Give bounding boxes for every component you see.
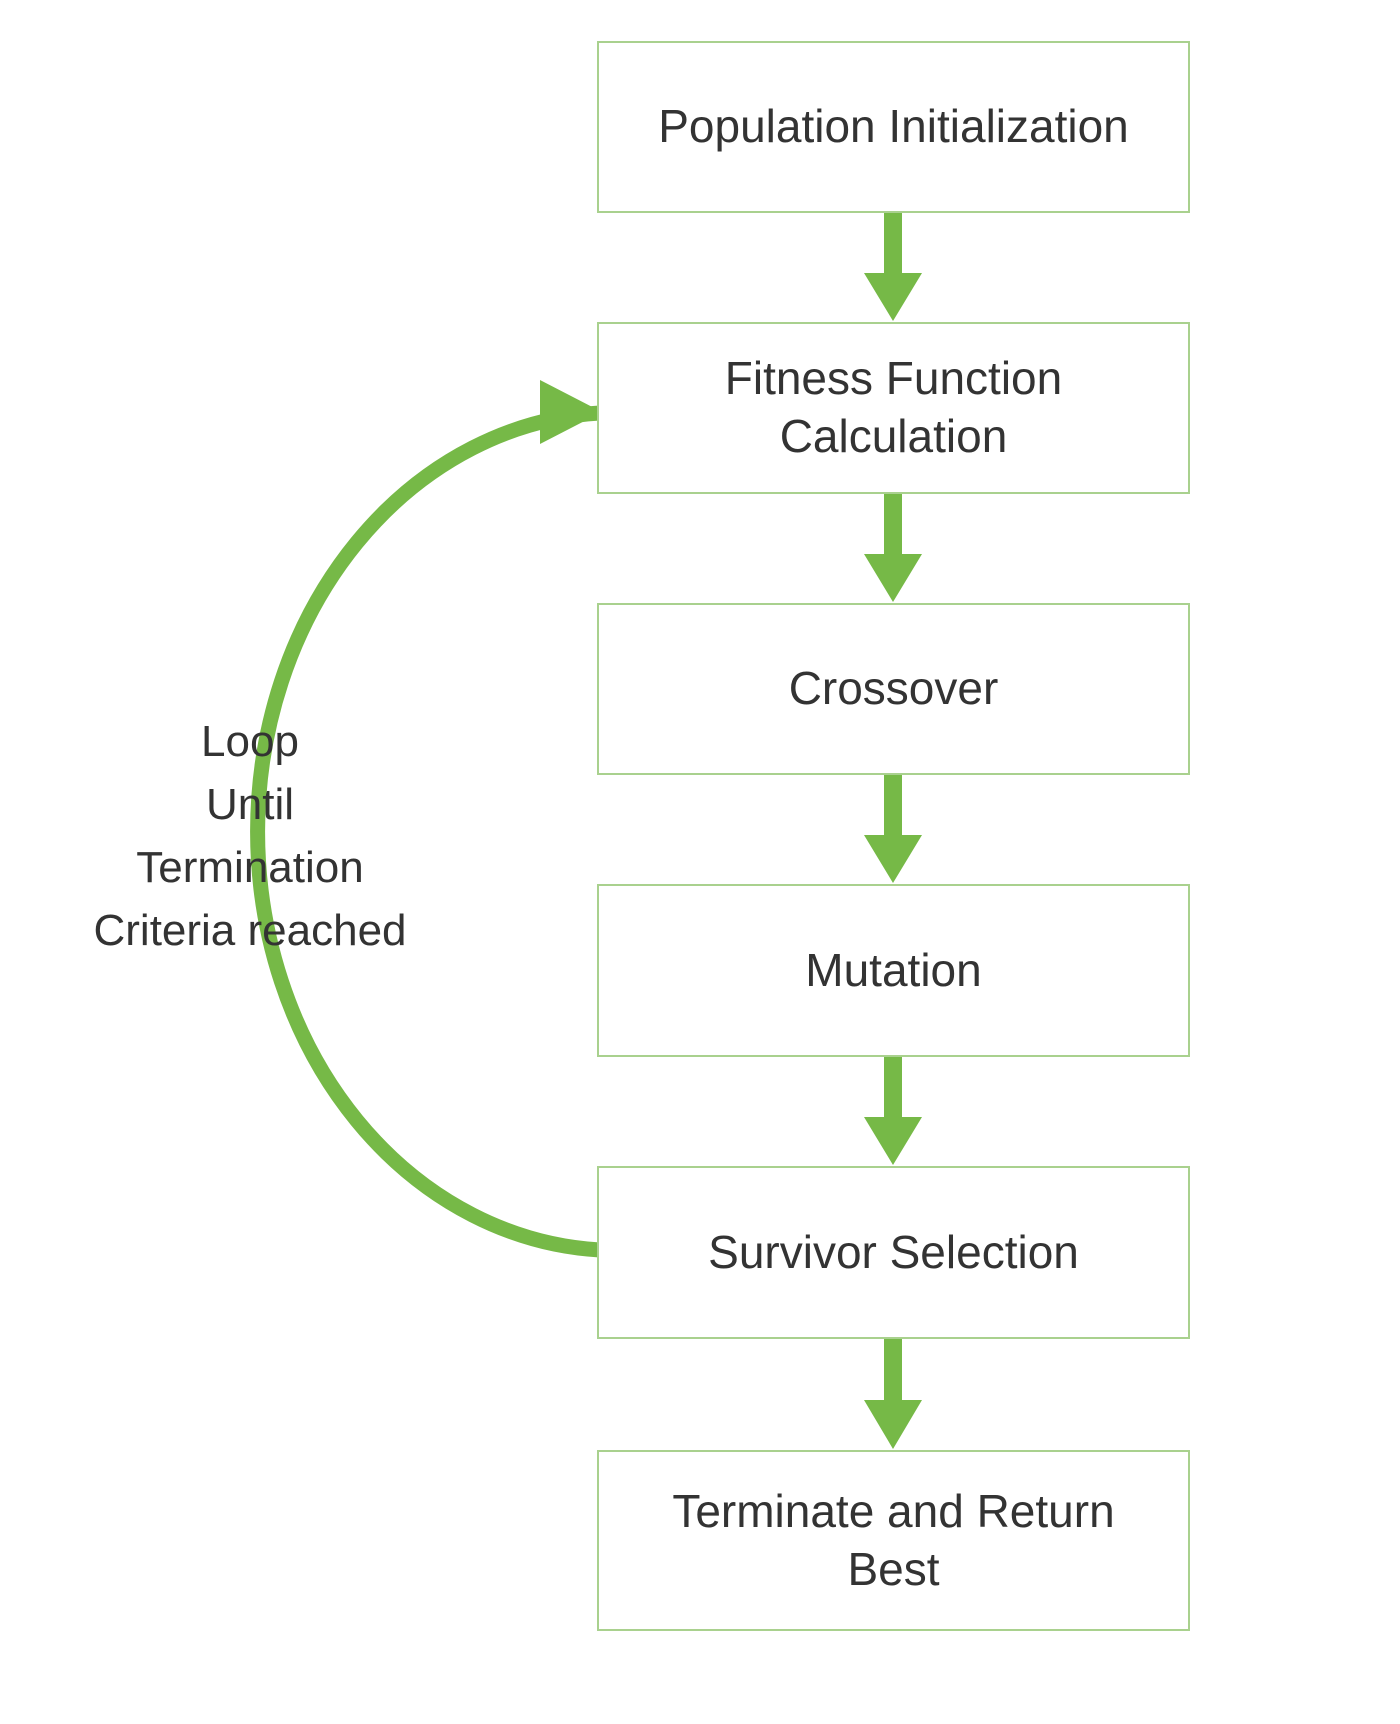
arrow-down-icon xyxy=(864,775,922,883)
node-label: Fitness Function Calculation xyxy=(724,352,1063,462)
node-fitness-function-calculation: Fitness Function Calculation xyxy=(597,322,1190,494)
arrow-down-icon xyxy=(864,213,922,321)
loop-arc xyxy=(250,405,601,1258)
node-mutation: Mutation xyxy=(597,884,1190,1057)
node-survivor-selection: Survivor Selection xyxy=(597,1166,1190,1339)
node-terminate-and-return-best: Terminate and Return Best xyxy=(597,1450,1190,1631)
node-label: Mutation xyxy=(805,943,982,996)
node-population-initialization: Population Initialization xyxy=(597,41,1190,213)
arrow-down-icon xyxy=(864,1057,922,1165)
loop-arrowhead-icon xyxy=(540,380,602,444)
node-label: Crossover xyxy=(788,662,999,715)
arrow-down-icon xyxy=(864,1339,922,1449)
node-label: Terminate and Return Best xyxy=(672,1484,1115,1595)
node-label: Survivor Selection xyxy=(708,1225,1079,1278)
arrow-down-icon xyxy=(864,494,922,602)
loop-annotation: Loop Until Termination Criteria reached xyxy=(93,717,407,955)
node-crossover: Crossover xyxy=(597,603,1190,775)
node-label: Population Initialization xyxy=(658,100,1129,153)
